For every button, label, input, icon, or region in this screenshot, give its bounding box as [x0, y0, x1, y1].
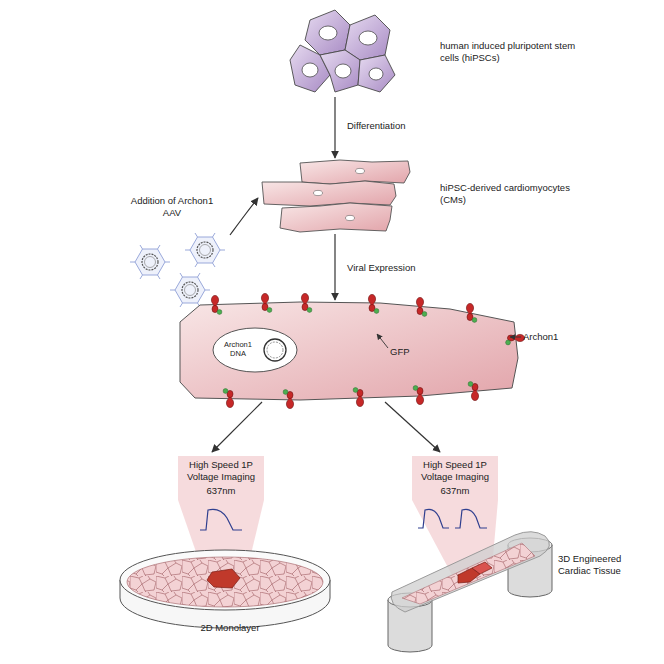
nucleus: [369, 68, 383, 80]
nucleus: [335, 64, 351, 78]
process-arrow: [212, 402, 262, 452]
nucleus: [302, 63, 318, 77]
imaging-label: High Speed 1P Voltage Imaging: [180, 459, 262, 483]
archon1-plasmid: [264, 339, 286, 361]
culture-dish: [120, 550, 330, 628]
cardiomyocyte: [262, 181, 396, 206]
stem-cell-cluster: [290, 10, 395, 92]
cardiomyocyte: [280, 203, 392, 232]
stem-cell-nuclei: [302, 26, 383, 80]
engineered-tissue-band: [391, 532, 549, 612]
aav-particle: [185, 233, 225, 267]
node-label: hiPSC-derived cardiomyocytes (CMs): [440, 182, 570, 206]
aav-particle: [170, 273, 210, 307]
action-potential-trace: [200, 509, 242, 530]
nucleus: [359, 31, 377, 45]
stem-cell: [345, 15, 390, 60]
stem-cell-stage: human induced pluripotent stem cells (hi…: [288, 5, 582, 97]
node-label: GFP: [390, 346, 410, 358]
nucleus: [356, 168, 365, 173]
process-arrow: [334, 97, 335, 158]
cardiomyocyte: [300, 160, 410, 184]
monolayer-stage: 2D Monolayer: [110, 452, 352, 642]
tissue-stage: 3D Engineered Cardiac Tissue: [375, 452, 645, 652]
leader-line: [510, 337, 521, 338]
action-potential-trace: [418, 509, 449, 528]
node-label: 3D Engineered Cardiac Tissue: [558, 553, 642, 577]
nucleus: [314, 190, 323, 195]
nucleus: [346, 215, 355, 220]
node-label: 2D Monolayer: [110, 622, 350, 634]
node-label: human induced pluripotent stem cells (hi…: [440, 40, 580, 64]
imaging-label: High Speed 1P Voltage Imaging: [414, 459, 496, 483]
nucleus: [319, 26, 337, 40]
stem-cell: [290, 45, 330, 92]
cardiomyocyte-nuclei: [314, 168, 365, 220]
expressing-cell-stage: GFP Archon1Archon1 DNA: [175, 300, 560, 402]
stem-cell: [358, 55, 395, 92]
node-label: Addition of Archon1 AAV: [130, 195, 214, 219]
cell-nucleus: [213, 328, 297, 372]
aav-stage: Addition of Archon1 AAV: [130, 193, 230, 305]
action-potential-trace: [455, 509, 487, 528]
connector-group: [212, 97, 440, 452]
archon1-proteins: [211, 293, 524, 408]
wavelength-label: 637nm: [414, 485, 496, 497]
expressing-cell: [180, 302, 518, 400]
aav-particle: [130, 245, 170, 279]
nucleus-box: Archon1 DNA: [213, 328, 297, 372]
imaged-cell: [472, 562, 492, 574]
aav-particles: [130, 233, 225, 307]
tissue-cells: [402, 543, 535, 604]
step-label: Viral Expression: [345, 262, 417, 274]
imaged-cell: [207, 569, 240, 588]
leader-line: [377, 334, 388, 348]
process-arrow: [230, 198, 258, 235]
stem-cell: [305, 10, 350, 55]
process-arrow: [334, 234, 335, 300]
cardiomyocytes: [262, 160, 410, 232]
stem-cell: [320, 50, 360, 92]
node-label: Archon1: [523, 331, 558, 343]
cardiomyocyte-stage: hiPSC-derived cardiomyocytes (CMs): [258, 158, 578, 234]
step-label: Differentiation: [345, 120, 407, 132]
node-label: Archon1 DNA: [217, 340, 259, 359]
wavelength-label: 637nm: [180, 485, 262, 497]
process-arrow: [385, 402, 440, 452]
